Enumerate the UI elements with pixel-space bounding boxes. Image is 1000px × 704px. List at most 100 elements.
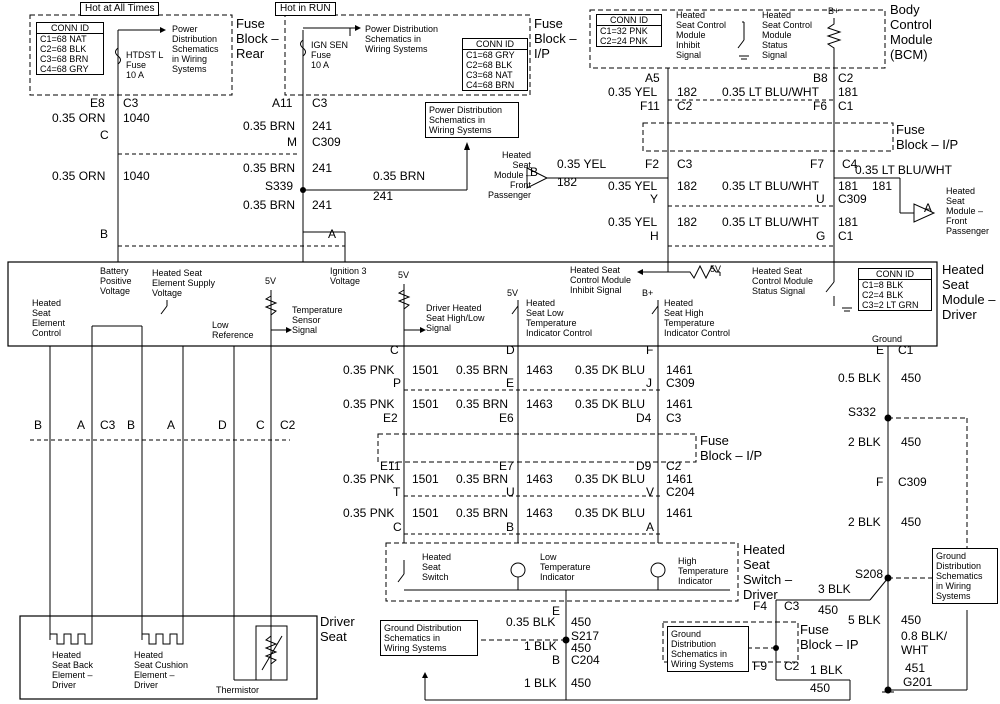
wire-label-d9: D9 <box>636 459 652 473</box>
wire-label-c309a: C309 <box>312 135 341 149</box>
wire-label-e7: E7 <box>499 459 514 473</box>
wire-label-blk1c: 1 BLK <box>810 663 843 677</box>
wire-label-c450d: 450 <box>818 603 839 617</box>
wire-label-c1501d: 1501 <box>412 506 439 520</box>
wire-label-bin: B <box>530 165 539 179</box>
wire-label-c309d: C309 <box>898 475 927 489</box>
wire-label-blk05: 0.5 BLK <box>838 371 881 385</box>
wire-label-apin3: A <box>646 520 655 534</box>
wire-label-cl: C <box>256 418 265 432</box>
wire-label-brn2: 0.35 BRN <box>243 161 296 175</box>
wire-label-e11: E11 <box>380 459 401 473</box>
conn-id-fuse-ip: CONN ID C1=68 GRY C2=68 BLK C3=68 NAT C4… <box>462 38 528 91</box>
conn-row: C2=4 BLK <box>862 290 904 300</box>
bplus-label: B+ <box>828 6 840 16</box>
wire-label-c450e: 450 <box>901 613 922 627</box>
ground-label: Ground <box>872 334 903 344</box>
wire-label-upin: U <box>816 192 825 206</box>
wire-label-s208: S208 <box>855 567 884 581</box>
conn-id-title: CONN ID <box>859 269 931 280</box>
wire-label-blk1a: 1 BLK <box>524 639 557 653</box>
wire-label-c1461b: 1461 <box>666 397 693 411</box>
hot-at-all-times-label: Hot at All Times <box>80 2 160 16</box>
wire-label-al2: A <box>167 418 176 432</box>
conn-row: C3=68 NAT <box>466 70 513 80</box>
conn-row: C3=68 BRN <box>40 54 89 64</box>
wire-label-epin4: E <box>552 604 561 618</box>
wire-label-yel3: 0.35 YEL <box>608 179 658 193</box>
conn-row: C2=68 BLK <box>40 44 87 54</box>
wire-label-yel1: 0.35 YEL <box>608 85 658 99</box>
wire-label-pnk3: 0.35 PNK <box>343 472 395 486</box>
wire-label-ain: A <box>924 201 933 215</box>
wire-label-e8: E8 <box>90 96 105 110</box>
wire-label-c1040a: 1040 <box>123 111 150 125</box>
conn-id-fuse-rear: CONN ID C1=68 NAT C2=68 BLK C3=68 BRN C4… <box>36 22 104 75</box>
wire-label-c1501c: 1501 <box>412 472 439 486</box>
wire-label-e6: E6 <box>499 411 514 425</box>
wire-label-c241b: 241 <box>312 161 333 175</box>
five-volt-label: 5V <box>710 264 722 274</box>
wire-label-mpin: M <box>287 135 297 149</box>
wire-label-c3a: C3 <box>123 96 139 110</box>
conn-id-bcm: CONN ID C1=32 PNK C2=24 PNK <box>596 14 662 47</box>
wire-label-ypin: Y <box>650 192 659 206</box>
wire-label-c182b: 182 <box>557 175 578 189</box>
conn-id-title: CONN ID <box>37 23 103 34</box>
conn-row: C1=68 GRY <box>466 50 515 60</box>
wire-label-c309c: C309 <box>666 376 695 390</box>
wire-label-vpin: V <box>646 485 655 499</box>
wire-label-yel2: 0.35 YEL <box>557 157 607 171</box>
wire-label-brn3: 0.35 BRN <box>373 169 426 183</box>
wire-label-dkblu1: 0.35 DK BLU <box>575 363 646 377</box>
conn-id-hsm: CONN ID C1=8 BLK C2=4 BLK C3=2 LT GRN <box>858 268 932 311</box>
wire-label-f11: F11 <box>640 99 660 113</box>
wire-label-c3c: C3 <box>677 157 693 171</box>
conn-row: C1=68 NAT <box>40 34 87 44</box>
wire-label-blk5: 5 BLK <box>848 613 881 627</box>
wire-label-cpin3: C <box>393 520 402 534</box>
wire-label-pnk2: 0.35 PNK <box>343 397 395 411</box>
wire-label-c181c: 181 <box>838 179 859 193</box>
wire-label-brn5: 0.35 BRN <box>456 363 509 377</box>
wire-label-s332: S332 <box>848 405 877 419</box>
thermistor-label: Thermistor <box>216 685 260 695</box>
wire-label-c2b: C2 <box>838 71 854 85</box>
wire-label-s339: S339 <box>265 179 294 193</box>
wire-label-c181d: 181 <box>838 215 859 229</box>
wire-label-ltblu2: 0.35 LT BLU/WHT <box>855 163 952 177</box>
wire-label-f6: F6 <box>813 99 828 113</box>
wire-label-jpin: J <box>646 376 652 390</box>
wire-label-b8: B8 <box>813 71 828 85</box>
conn-id-title: CONN ID <box>597 15 661 26</box>
wire-label-c3d: C3 <box>666 411 682 425</box>
wire-label-c2d: C2 <box>784 659 800 673</box>
wire-label-c450c: 450 <box>901 515 922 529</box>
conn-row: C2=24 PNK <box>600 36 648 46</box>
wire-label-cpin2: C <box>390 343 399 357</box>
wire-label-c2a: C2 <box>677 99 693 113</box>
five-volt-label: 5V <box>507 288 519 298</box>
wire-label-ltblu1: 0.35 LT BLU/WHT <box>722 85 819 99</box>
wire-label-c2c: C2 <box>666 459 682 473</box>
wire-label-c309b: C309 <box>838 192 867 206</box>
conn-row: C4=68 GRY <box>40 64 89 74</box>
wire-label-c2l: C2 <box>280 418 296 432</box>
wire-label-ltblu4: 0.35 LT BLU/WHT <box>722 215 819 229</box>
wire-label-blk035: 0.35 BLK <box>506 615 556 629</box>
